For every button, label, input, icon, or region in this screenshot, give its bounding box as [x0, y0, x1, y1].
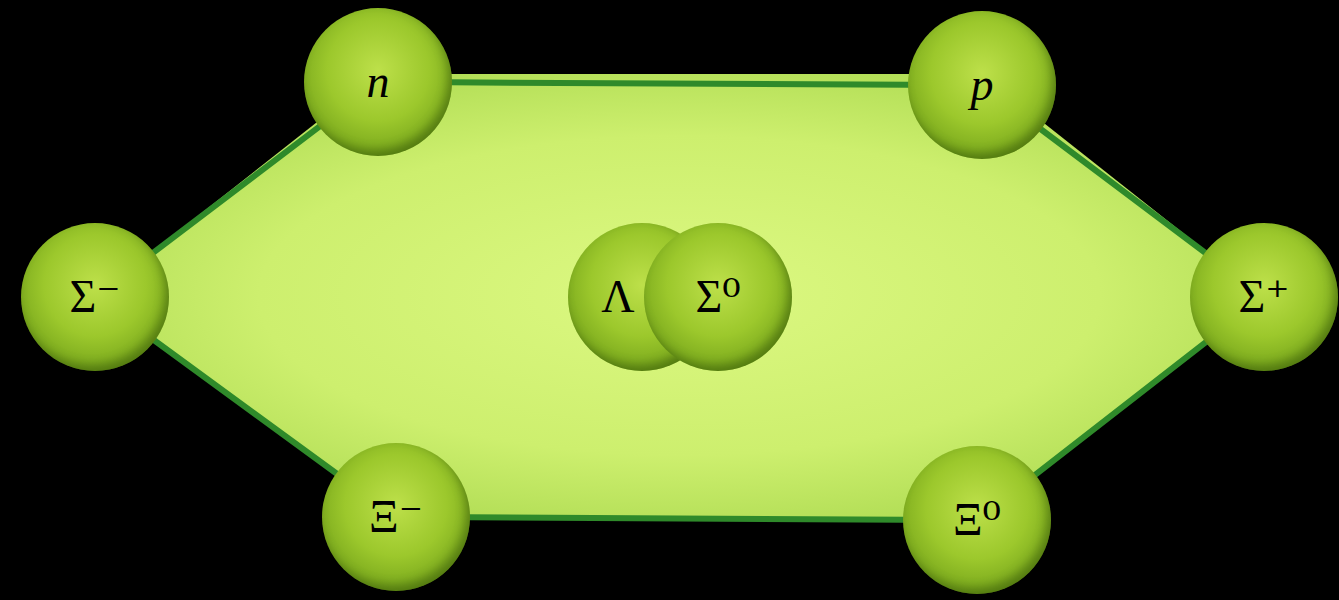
hexagon-side-line [1040, 128, 1207, 253]
particle-label: Σ⁺ [1238, 274, 1289, 320]
baryon-sphere: Ξ⁰ [903, 446, 1051, 594]
hexagon-side [1034, 341, 1207, 476]
hexagon-side-line [450, 82, 910, 84]
hexagon-side [1040, 128, 1207, 253]
particle-label: Ξ⁰ [953, 497, 1001, 543]
particle-label: Λ [601, 274, 634, 320]
hexagon-side [153, 339, 338, 474]
baryon-sphere: p [908, 11, 1056, 159]
particle-label: Ξ⁻ [369, 494, 423, 540]
hexagon-side-line [468, 517, 905, 519]
particle-label: Σ⁻ [69, 274, 120, 320]
baryon-sphere: Σ⁻ [21, 223, 169, 371]
hexagon-side [152, 126, 320, 254]
baryon-sphere: n [304, 8, 452, 156]
hexagon-side [468, 517, 905, 519]
particle-label: Σ⁰ [695, 274, 740, 320]
hexagon-side-line [153, 339, 338, 474]
baryon-sphere: Σ⁰ [644, 223, 792, 371]
hexagon-region [95, 74, 1264, 517]
baryon-sphere: Σ⁺ [1190, 223, 1338, 371]
particle-label: p [971, 62, 994, 108]
hexagon-side-line [1034, 341, 1207, 476]
hexagon-side [450, 82, 910, 84]
particle-label: n [367, 59, 390, 105]
baryon-sphere: Ξ⁻ [322, 443, 470, 591]
hexagon-side-line [152, 126, 320, 254]
